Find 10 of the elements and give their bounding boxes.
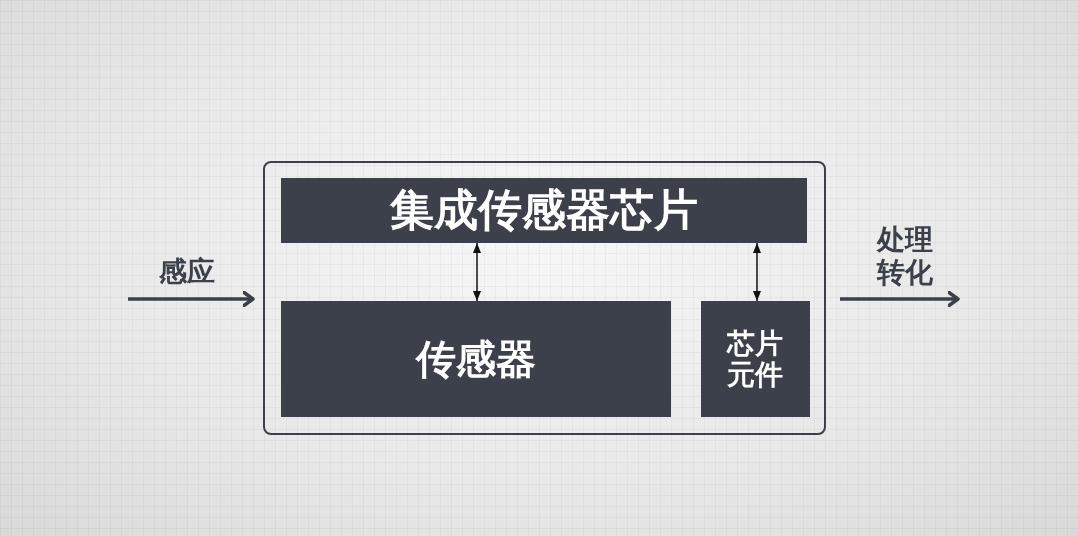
edge-label: 感应	[158, 255, 216, 289]
edge-label: 处理转化	[875, 223, 934, 289]
block: 芯片元件	[700, 300, 810, 417]
double-arrow	[753, 242, 761, 302]
outer-frame	[263, 161, 826, 435]
double-arrow	[473, 242, 481, 302]
title-bar: 集成传感器芯片	[280, 177, 807, 243]
block: 传感器	[280, 300, 671, 417]
arrow	[840, 290, 960, 308]
arrow	[128, 290, 255, 308]
